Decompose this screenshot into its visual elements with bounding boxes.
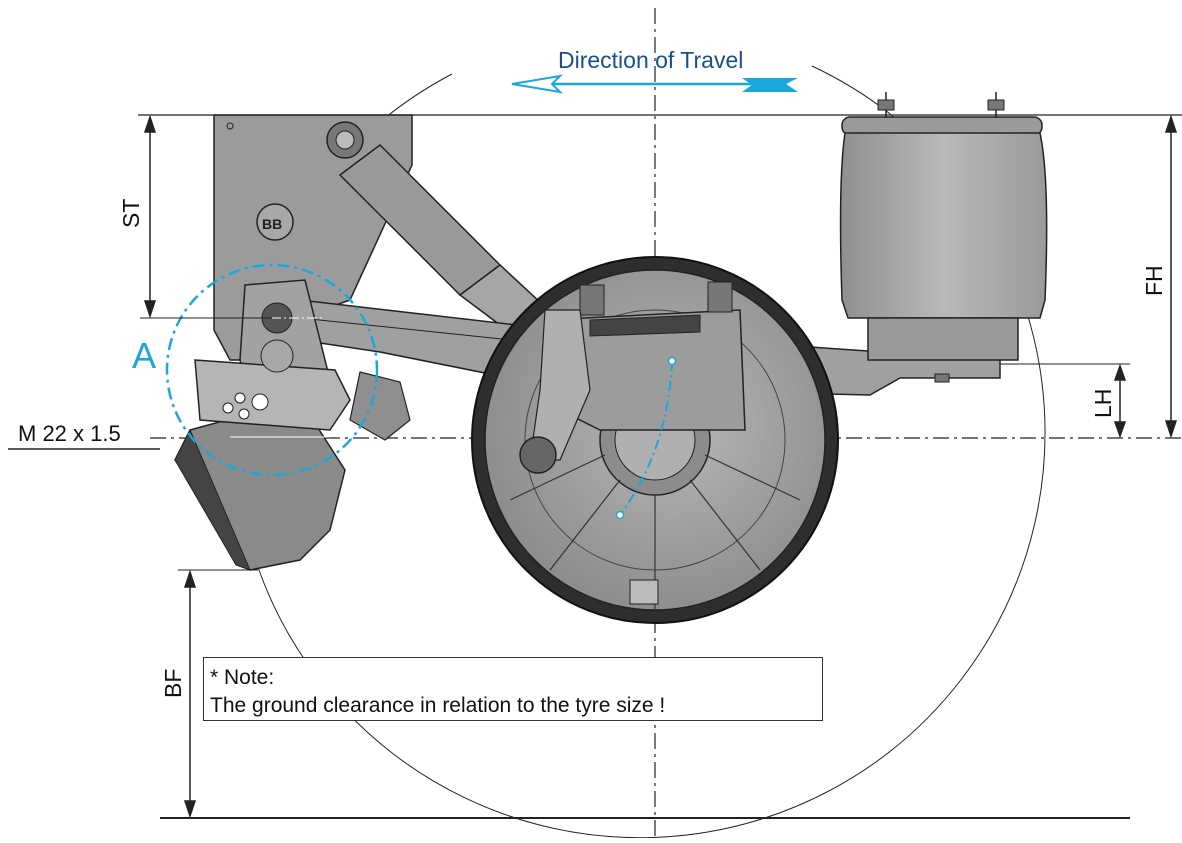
- svg-text:BB: BB: [262, 216, 282, 232]
- detail-a-circle: [165, 263, 379, 477]
- slack-adjuster: [194, 279, 351, 431]
- thread-label: M 22 x 1.5: [18, 421, 121, 446]
- detail-a-label: A: [132, 335, 156, 376]
- note-text: The ground clearance in relation to the …: [210, 694, 666, 717]
- note-heading: * Note:: [210, 666, 275, 689]
- dim-bf-label: BF: [160, 669, 186, 698]
- dim-fh-label: FH: [1141, 265, 1167, 296]
- direction-arrow: [511, 74, 798, 94]
- direction-label: Direction of Travel: [558, 47, 743, 73]
- brake-chamber: [174, 371, 411, 571]
- dim-st-label: ST: [118, 199, 144, 228]
- dim-fh: [1164, 114, 1178, 439]
- note-box: * Note: The ground clearance in relation…: [203, 657, 823, 721]
- brake-drum: [471, 256, 839, 624]
- air-spring: [839, 92, 1048, 383]
- dim-lh-label: LH: [1090, 389, 1116, 418]
- swing-arc-end-bottom: [615, 510, 625, 520]
- dim-bf: [178, 569, 258, 819]
- swing-arc: [619, 360, 673, 516]
- dim-lh: [1000, 363, 1130, 439]
- swing-arc-end-top: [667, 356, 677, 366]
- dim-st: [140, 114, 272, 319]
